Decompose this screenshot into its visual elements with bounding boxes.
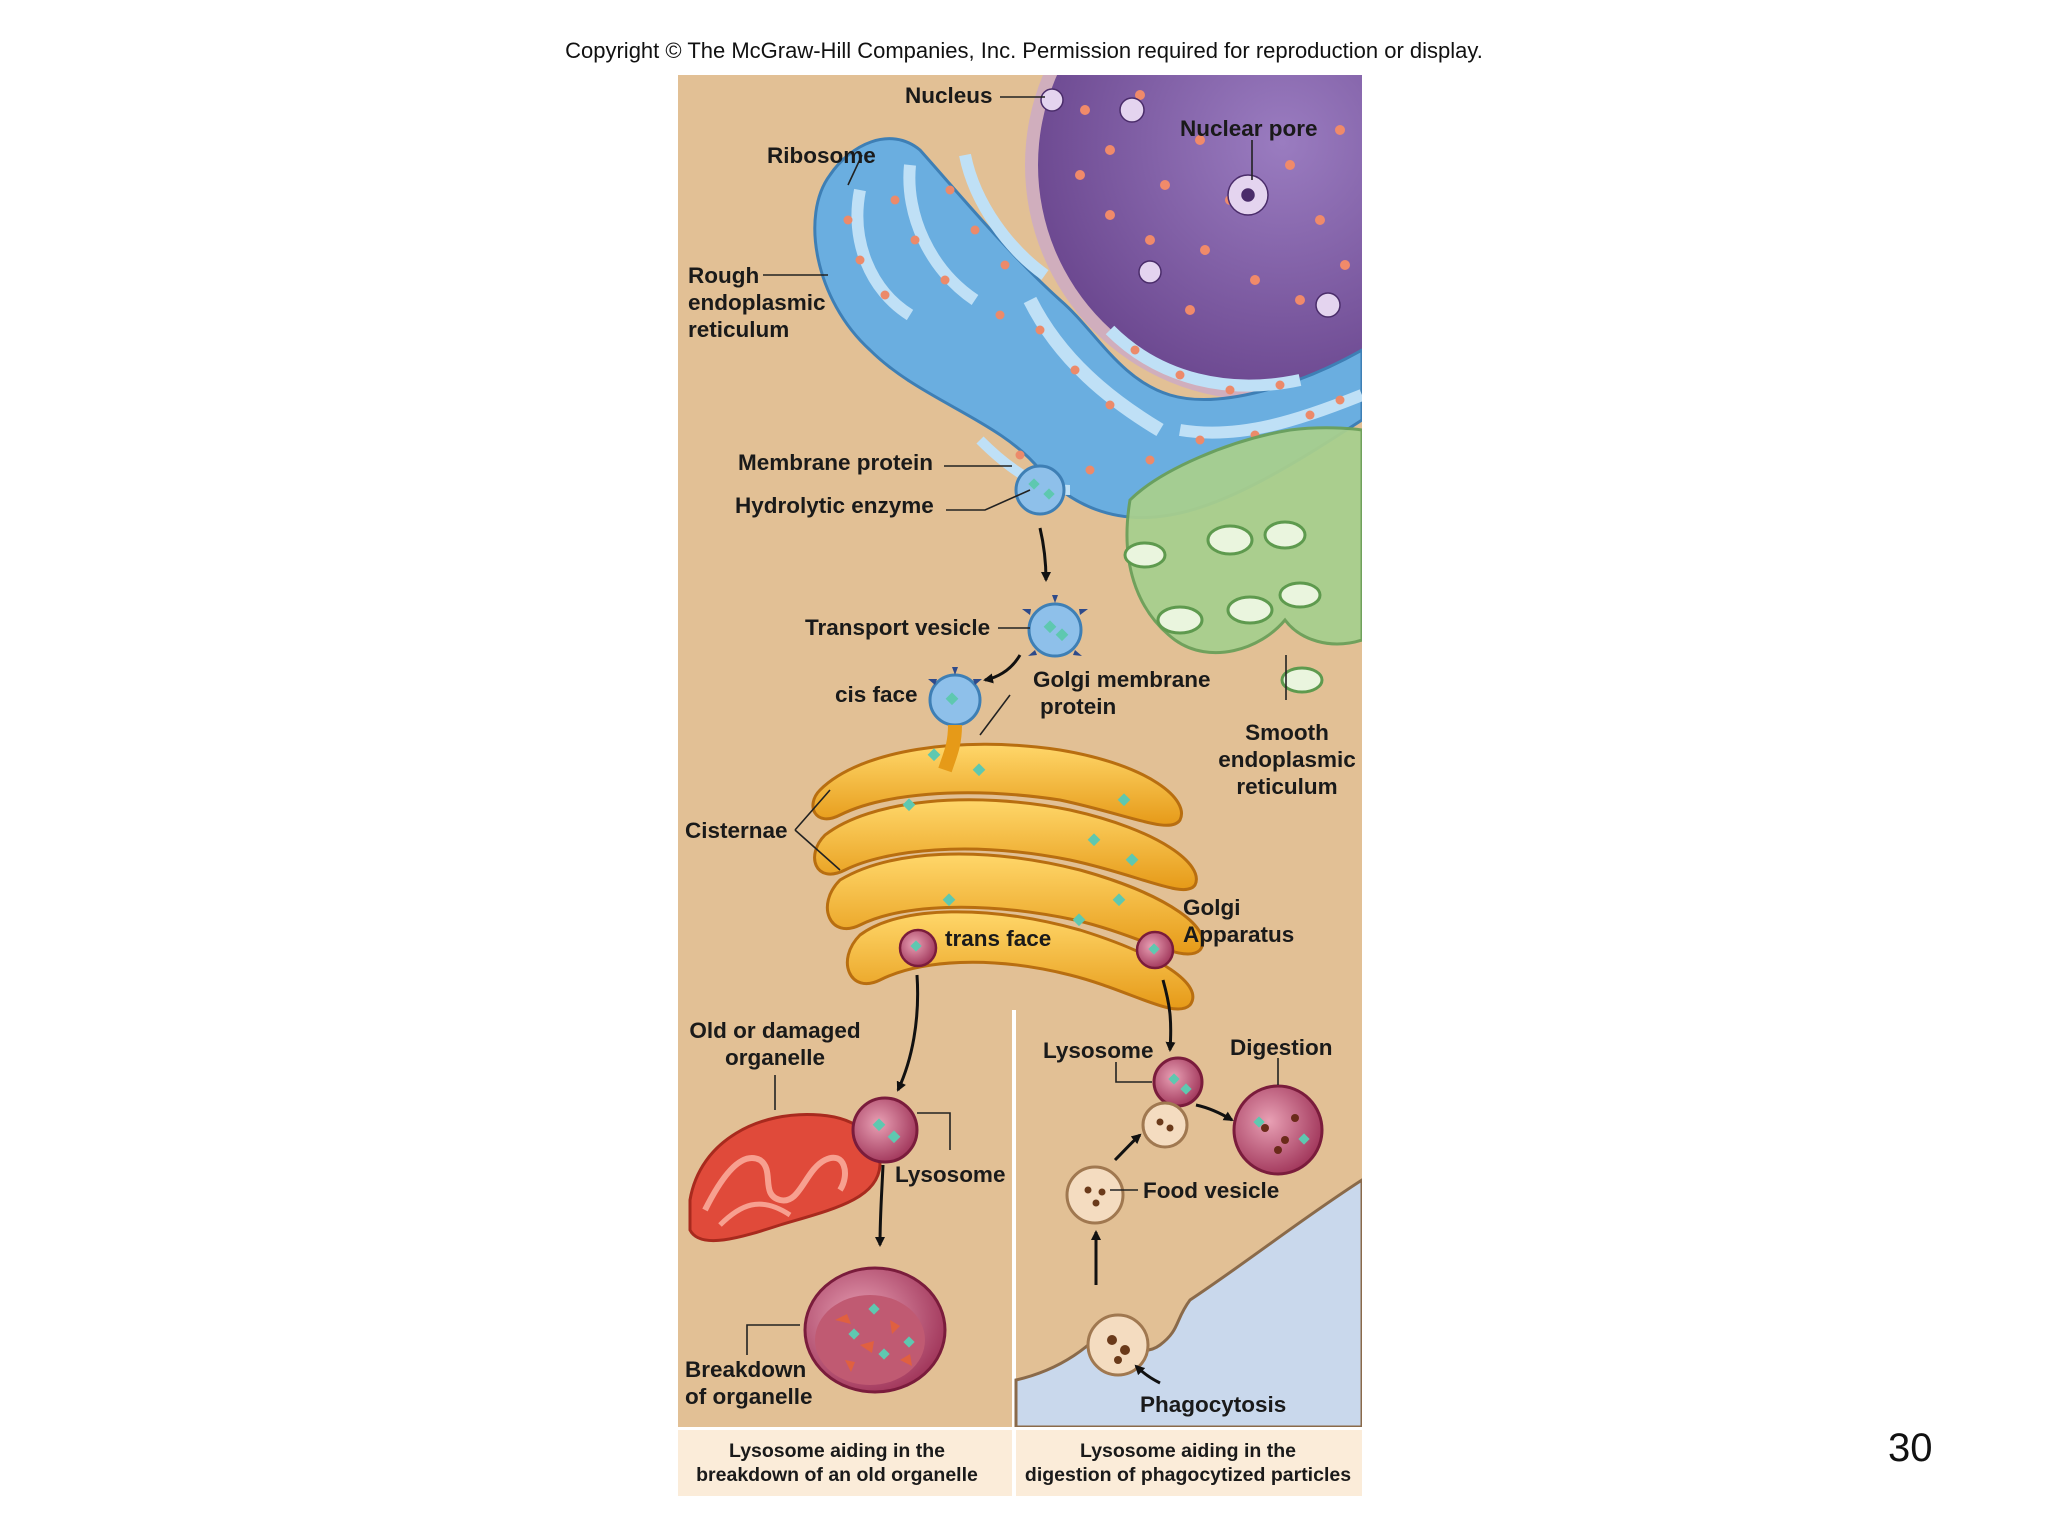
label-rough-er: Rough endoplasmic reticulum — [688, 263, 826, 342]
svg-text:organelle: organelle — [725, 1045, 825, 1070]
transport-vesicle-shape — [1022, 595, 1088, 658]
lysosome-right-shape — [1152, 1056, 1204, 1108]
label-golgi-apparatus: Golgi Apparatus — [1183, 895, 1294, 947]
label-ribosome: Ribosome — [767, 143, 876, 168]
label-food-vesicle: Food vesicle — [1143, 1178, 1279, 1203]
svg-text:Smooth: Smooth — [1245, 720, 1329, 745]
caption-left-bg — [678, 1430, 1012, 1496]
lysosome-left-shape — [851, 1096, 919, 1164]
label-lysosome-right: Lysosome — [1043, 1038, 1153, 1063]
label-digestion: Digestion — [1230, 1035, 1333, 1060]
svg-text:protein: protein — [1040, 694, 1116, 719]
mitochondrion-shape — [688, 1112, 882, 1243]
svg-text:reticulum: reticulum — [1236, 774, 1337, 799]
svg-text:of organelle: of organelle — [685, 1384, 813, 1409]
fusing-vesicle — [1141, 1101, 1189, 1149]
svg-text:Lysosome aiding in the: Lysosome aiding in the — [729, 1440, 945, 1462]
process-arrows — [875, 527, 1234, 1385]
svg-text:Rough: Rough — [688, 263, 759, 288]
phagocytosis-shape — [1086, 1313, 1150, 1377]
svg-text:digestion of phagocytized part: digestion of phagocytized particles — [1025, 1464, 1351, 1486]
page-number: 30 — [1888, 1426, 1933, 1470]
caption-right-bg — [1016, 1430, 1362, 1496]
digestion-vesicle — [1232, 1084, 1324, 1176]
cell-illustration — [678, 75, 1362, 1427]
caption-right: Lysosome aiding in the digestion of phag… — [1025, 1440, 1351, 1486]
svg-text:Golgi: Golgi — [1183, 895, 1241, 920]
nuclear-pore-shape — [1040, 88, 1341, 318]
label-old-organelle: Old or damaged organelle — [689, 1018, 860, 1070]
food-vesicle-shape — [1065, 1165, 1125, 1225]
svg-text:Lysosome aiding in the: Lysosome aiding in the — [1080, 1440, 1296, 1462]
breakdown-shape — [803, 1266, 947, 1394]
label-breakdown: Breakdown of organelle — [685, 1357, 813, 1409]
svg-text:Breakdown: Breakdown — [685, 1357, 806, 1382]
svg-text:endoplasmic: endoplasmic — [688, 290, 826, 315]
label-hydrolytic-enzyme: Hydrolytic enzyme — [735, 493, 934, 518]
label-cisternae: Cisternae — [685, 818, 788, 843]
label-cis-face: cis face — [835, 682, 918, 707]
label-smooth-er: Smooth endoplasmic reticulum — [1218, 720, 1356, 799]
label-trans-face: trans face — [945, 926, 1051, 951]
caption-left: Lysosome aiding in the breakdown of an o… — [696, 1440, 978, 1486]
svg-text:Golgi membrane: Golgi membrane — [1033, 667, 1211, 692]
trans-vesicles — [898, 928, 1175, 970]
leader-lines — [746, 96, 1287, 1355]
svg-text:reticulum: reticulum — [688, 317, 789, 342]
label-membrane-protein: Membrane protein — [738, 450, 933, 475]
label-phagocytosis: Phagocytosis — [1140, 1392, 1286, 1417]
nucleus-shape — [1025, 75, 1362, 400]
svg-text:Apparatus: Apparatus — [1183, 922, 1294, 947]
svg-text:Old or damaged: Old or damaged — [689, 1018, 860, 1043]
svg-text:endoplasmic: endoplasmic — [1218, 747, 1356, 772]
golgi-apparatus-shape — [811, 724, 1205, 1011]
label-nucleus: Nucleus — [905, 83, 993, 108]
label-golgi-membrane-protein: Golgi membrane protein — [1033, 667, 1211, 719]
svg-text:breakdown of an old organelle: breakdown of an old organelle — [696, 1464, 978, 1486]
label-transport-vesicle: Transport vesicle — [805, 615, 990, 640]
label-nuclear-pore: Nuclear pore — [1180, 116, 1318, 141]
copyright-notice: Copyright © The McGraw-Hill Companies, I… — [565, 38, 1483, 63]
smooth-er-shape — [1123, 426, 1362, 694]
budding-vesicle — [1014, 464, 1066, 516]
label-lysosome-left: Lysosome — [895, 1162, 1005, 1187]
